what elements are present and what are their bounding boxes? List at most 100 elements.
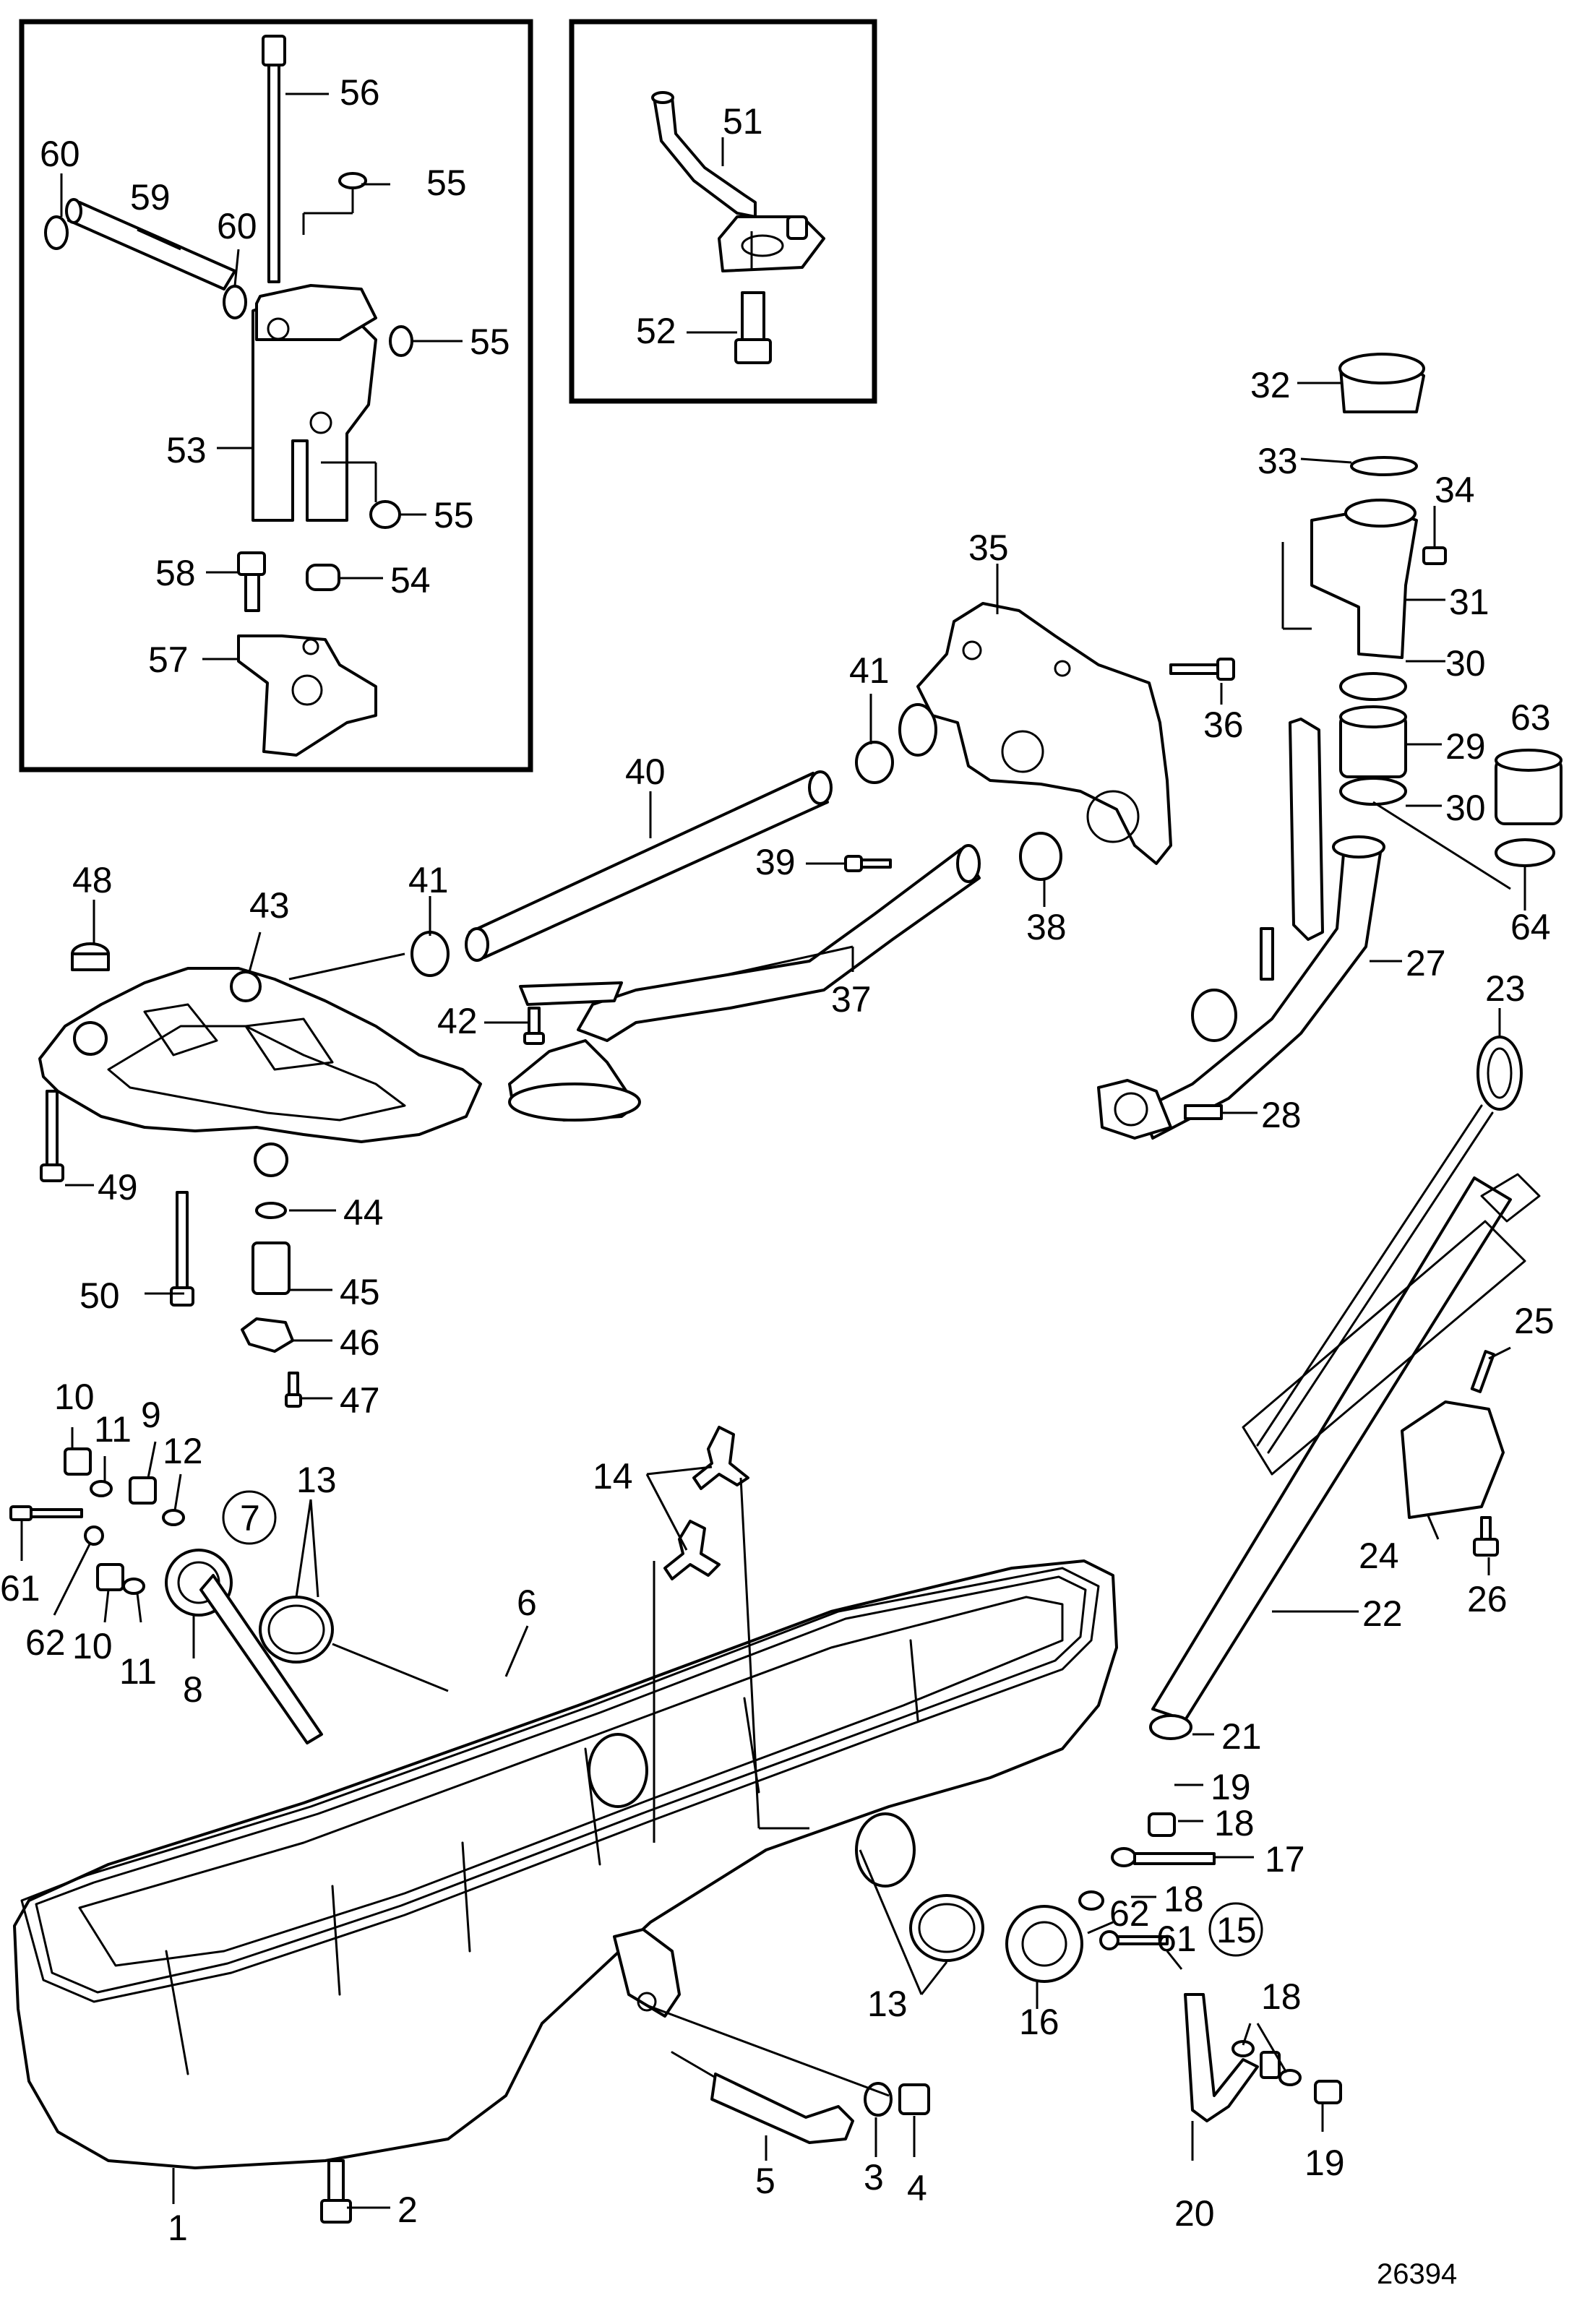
callout-28: 28 xyxy=(1261,1095,1302,1135)
filter-housing-16 xyxy=(909,1812,1342,2122)
callout-23: 23 xyxy=(1485,968,1526,1009)
callout-3: 3 xyxy=(864,2157,884,2198)
callout-15: 15 xyxy=(1216,1910,1257,1950)
callout-50: 50 xyxy=(79,1275,120,1316)
callout-19: 19 xyxy=(1304,2143,1345,2183)
filter-leaders xyxy=(859,1783,1324,2161)
pipe-51-assembly xyxy=(651,91,825,364)
baffle-leaders xyxy=(65,900,405,1400)
callout-32: 32 xyxy=(1250,365,1291,405)
connector-leaders xyxy=(20,1427,529,1692)
connector-8 xyxy=(9,1447,334,1744)
callout-18: 18 xyxy=(1164,1879,1204,1919)
callout-13: 13 xyxy=(867,1984,908,2024)
callout-56: 56 xyxy=(340,72,380,113)
callout-33: 33 xyxy=(1258,441,1298,481)
callout-9: 9 xyxy=(141,1395,161,1435)
callout-14: 14 xyxy=(593,1456,633,1497)
callout-51: 51 xyxy=(723,101,763,142)
callout-30: 30 xyxy=(1445,788,1486,828)
callout-41: 41 xyxy=(849,650,890,691)
callout-54: 54 xyxy=(390,560,431,601)
callout-46: 46 xyxy=(340,1322,380,1363)
filler-leaders xyxy=(1221,382,1526,1114)
callout-52: 52 xyxy=(636,311,676,351)
callout-40: 40 xyxy=(625,752,666,792)
callout-58: 58 xyxy=(155,553,196,593)
callout-60: 60 xyxy=(217,206,257,246)
callout-7-circle xyxy=(222,1490,277,1545)
callout-62: 62 xyxy=(25,1622,66,1663)
callout-35: 35 xyxy=(968,528,1009,568)
sensor-leaders xyxy=(172,2004,916,2209)
callout-20: 20 xyxy=(1174,2193,1215,2234)
callout-17: 17 xyxy=(1265,1839,1305,1880)
callout-55: 55 xyxy=(470,322,510,362)
inset-box-oil-pump xyxy=(19,19,533,772)
callout-64: 64 xyxy=(1510,907,1551,947)
pump-housing-assembly xyxy=(410,602,1235,1122)
callout-42: 42 xyxy=(437,1001,478,1041)
figure-number: 26394 xyxy=(1377,2258,1457,2290)
callout-45: 45 xyxy=(340,1272,380,1312)
callout-15-circle xyxy=(1208,1902,1263,1957)
callout-22: 22 xyxy=(1362,1593,1403,1634)
callout-41: 41 xyxy=(408,860,449,900)
callout-55: 55 xyxy=(426,163,467,203)
callout-11: 11 xyxy=(94,1409,132,1450)
callout-34: 34 xyxy=(1435,470,1475,510)
callout-31: 31 xyxy=(1449,582,1490,622)
callout-37: 37 xyxy=(831,979,872,1020)
callout-10: 10 xyxy=(72,1626,113,1666)
sensor-5-assembly xyxy=(671,2051,930,2144)
callout-62: 62 xyxy=(1109,1893,1150,1934)
callout-13: 13 xyxy=(296,1460,337,1500)
dipstick-leaders xyxy=(1192,1008,1511,1736)
callout-2: 2 xyxy=(397,2190,418,2230)
inset1-leaders xyxy=(60,92,463,660)
oil-filler-assembly xyxy=(1097,353,1562,1140)
callout-47: 47 xyxy=(340,1380,380,1421)
inset-box-pipe xyxy=(569,19,877,404)
wing-bolt-leaders xyxy=(645,1466,809,1843)
callout-61: 61 xyxy=(0,1568,40,1609)
callout-30: 30 xyxy=(1445,643,1486,684)
callout-19: 19 xyxy=(1211,1767,1251,1807)
callout-16: 16 xyxy=(1019,2002,1059,2042)
callout-18: 18 xyxy=(1214,1803,1255,1843)
dipstick-assembly xyxy=(1149,1036,1541,1740)
callout-24: 24 xyxy=(1359,1536,1399,1576)
callout-61: 61 xyxy=(1156,1919,1197,1959)
callout-36: 36 xyxy=(1203,705,1244,745)
pump-leaders xyxy=(429,564,1223,1024)
callout-39: 39 xyxy=(755,842,796,882)
callout-26: 26 xyxy=(1467,1579,1508,1619)
callout-53: 53 xyxy=(166,430,207,470)
callout-4: 4 xyxy=(907,2168,927,2208)
callout-1: 1 xyxy=(168,2208,188,2248)
callout-5: 5 xyxy=(755,2161,775,2201)
callout-60: 60 xyxy=(40,134,80,174)
oil-pan-assembly xyxy=(13,1559,1118,2169)
callout-49: 49 xyxy=(98,1167,138,1208)
callout-18: 18 xyxy=(1261,1976,1302,2017)
callout-labels: 56 55 60 59 60 55 53 55 58 54 57 51 52 3… xyxy=(0,72,1555,2290)
callout-59: 59 xyxy=(130,177,171,218)
callout-48: 48 xyxy=(72,860,113,900)
callout-57: 57 xyxy=(148,640,189,680)
callout-12: 12 xyxy=(163,1431,203,1471)
sensor-2 xyxy=(320,2159,352,2224)
callout-10: 10 xyxy=(54,1377,95,1417)
callout-44: 44 xyxy=(343,1192,384,1233)
callout-7: 7 xyxy=(240,1498,260,1538)
wing-bolts-14 xyxy=(663,1426,749,1580)
callout-6: 6 xyxy=(517,1583,537,1623)
callout-38: 38 xyxy=(1026,907,1067,947)
inset2-leaders xyxy=(687,137,753,334)
oil-pump-assembly xyxy=(44,35,413,757)
callout-21: 21 xyxy=(1221,1716,1262,1757)
callout-8: 8 xyxy=(183,1669,203,1710)
callout-27: 27 xyxy=(1406,943,1446,984)
callout-25: 25 xyxy=(1514,1301,1555,1341)
